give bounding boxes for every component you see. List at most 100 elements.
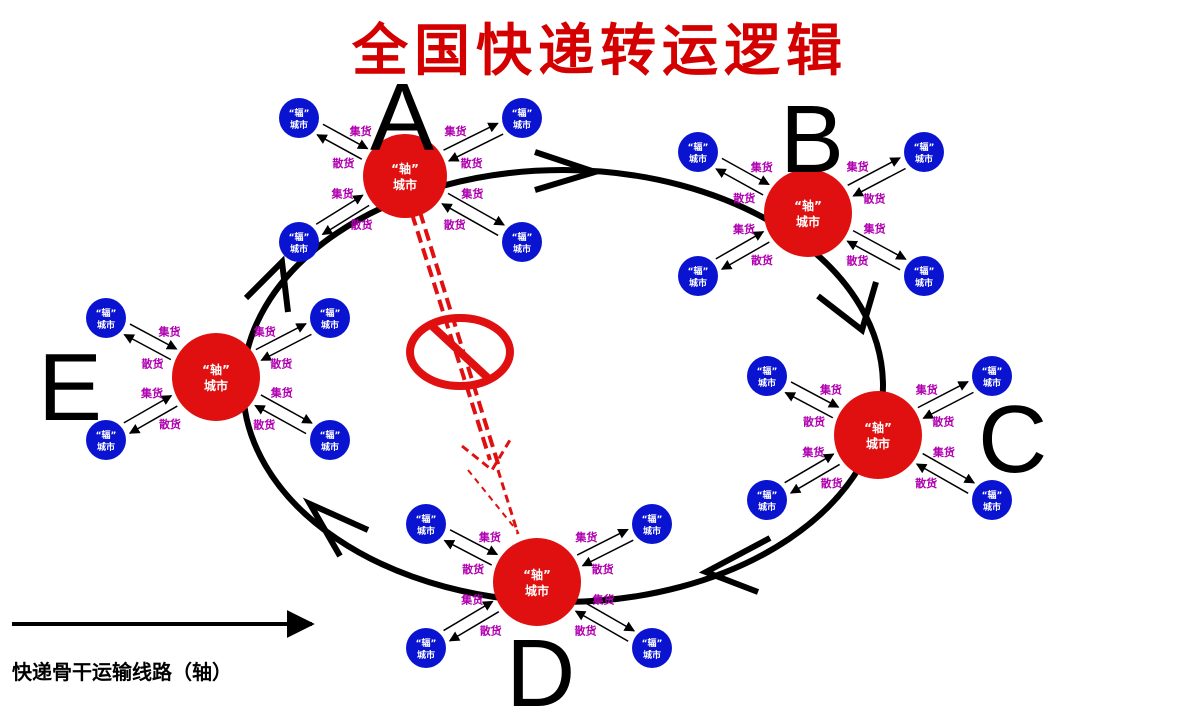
- hub-d: 集货散货“辐”城市散货集货“辐”城市集货散货“辐”城市散货集货“辐”城市“轴”城…: [406, 504, 672, 712]
- hub-city-label: 城市: [525, 583, 549, 598]
- spoke-city-label: 城市: [983, 377, 1001, 389]
- spoke-city-label: “辐”: [512, 231, 533, 243]
- hub-city: “轴”城市: [172, 333, 260, 421]
- spoke-city-circle: [678, 132, 718, 172]
- spoke-city-circle: [678, 256, 718, 296]
- spoke-city-label: “辐”: [642, 637, 663, 649]
- collect-arrow: [915, 463, 969, 494]
- flow-label: 集货: [574, 530, 597, 544]
- spoke-city-label: “辐”: [982, 489, 1003, 501]
- spoke-city-label: “辐”: [320, 307, 341, 319]
- flow-label: 散货: [592, 562, 614, 576]
- spoke-city-label: 城市: [321, 319, 339, 331]
- hub-city-label: “轴”: [523, 567, 551, 582]
- distribute-arrow: [260, 394, 313, 424]
- spoke-city-label: 城市: [290, 119, 308, 131]
- spoke-city-label: “辐”: [320, 429, 341, 441]
- spoke-city: “辐”城市: [406, 628, 446, 668]
- spoke-city-label: “辐”: [982, 365, 1003, 377]
- spoke-city-label: “辐”: [688, 265, 709, 277]
- flow-label: 集货: [932, 445, 955, 459]
- collect-arrow: [846, 240, 901, 271]
- spoke-city-circle: [279, 98, 319, 138]
- hub-city-label: “轴”: [864, 420, 892, 435]
- spoke-city-circle: [310, 298, 350, 338]
- collect-arrow: [581, 539, 634, 567]
- flow-label: 集货: [801, 445, 824, 459]
- spoke-city-label: 城市: [689, 153, 707, 165]
- spoke-city-circle: [972, 480, 1012, 520]
- hub-city-label: “轴”: [794, 198, 822, 213]
- hub-city-circle: [172, 333, 260, 421]
- flow-label: 散货: [803, 414, 825, 428]
- collect-arrow: [721, 157, 770, 186]
- spoke-city: “辐”城市: [310, 420, 350, 460]
- collect-arrow: [129, 323, 178, 350]
- flow-label: 散货: [575, 624, 597, 638]
- spoke-city-circle: [747, 480, 787, 520]
- spoke-city-label: 城市: [321, 441, 339, 453]
- spoke-city-label: “辐”: [757, 365, 778, 377]
- spoke-city-label: 城市: [513, 243, 531, 255]
- distribute-arrow: [784, 391, 834, 419]
- collect-arrow: [449, 529, 499, 556]
- collect-arrow: [441, 203, 499, 237]
- distribute-arrow: [847, 157, 901, 187]
- spoke-city-label: “辐”: [416, 513, 437, 525]
- spoke-city-label: “辐”: [512, 107, 533, 119]
- flow-label: 散货: [159, 417, 181, 431]
- flow-label: 散货: [332, 156, 354, 170]
- flow-label: 集货: [863, 222, 886, 236]
- flow-label: 集货: [460, 593, 483, 607]
- flow-label: 集货: [478, 530, 501, 544]
- collect-arrow: [715, 230, 765, 260]
- spoke-city-label: 城市: [417, 649, 435, 661]
- spoke-city: “辐”城市: [86, 420, 126, 460]
- flow-label: 散货: [253, 417, 275, 431]
- spoke-city-circle: [904, 256, 944, 296]
- spoke-city-label: 城市: [290, 243, 308, 255]
- spoke-city-label: “辐”: [642, 513, 663, 525]
- spoke-city-label: 城市: [758, 377, 776, 389]
- spoke-city-label: “辐”: [416, 637, 437, 649]
- hub-a: 集货散货“辐”城市散货集货“辐”城市集货散货“辐”城市散货集货“辐”城市“轴”城…: [279, 64, 542, 262]
- spoke-city: “辐”城市: [678, 256, 718, 296]
- spoke-city-circle: [406, 628, 446, 668]
- diagram-title: 全国快递转运逻辑: [352, 19, 848, 84]
- collect-arrow: [260, 333, 312, 361]
- flow-label: 集货: [253, 325, 276, 339]
- collect-arrow: [315, 194, 364, 225]
- flow-label: 集货: [591, 592, 614, 606]
- collect-arrow: [443, 600, 494, 632]
- flow-label: 散货: [141, 356, 163, 370]
- spoke-city-label: 城市: [983, 501, 1001, 513]
- spoke-city: “辐”城市: [678, 132, 718, 172]
- spoke-city: “辐”城市: [279, 98, 319, 138]
- spoke-city: “辐”城市: [904, 256, 944, 296]
- hub-letter-c: C: [978, 386, 1047, 493]
- hub-city-label: 城市: [204, 378, 228, 393]
- spoke-city: “辐”城市: [747, 356, 787, 396]
- distribute-arrow: [581, 600, 636, 632]
- flow-label: 集货: [750, 160, 773, 174]
- spoke-city-circle: [310, 420, 350, 460]
- spoke-city-label: 城市: [513, 119, 531, 131]
- distribute-arrow: [123, 333, 172, 361]
- collect-arrow: [852, 167, 906, 197]
- spoke-city-label: 城市: [417, 525, 435, 537]
- flow-label: 散货: [932, 414, 954, 428]
- hub-letter-a: A: [370, 64, 434, 171]
- spoke-city: “辐”城市: [972, 480, 1012, 520]
- flow-label: 散货: [460, 156, 482, 170]
- flow-label: 散货: [821, 476, 843, 490]
- spoke-city: “辐”城市: [632, 628, 672, 668]
- spoke-city: “辐”城市: [502, 98, 542, 138]
- flow-label: 集货: [330, 187, 353, 201]
- prohibition-icon: [406, 314, 514, 390]
- distribute-arrow: [917, 381, 969, 409]
- loop-arrow-bottom-right: [698, 535, 772, 595]
- spoke-city-circle: [904, 132, 944, 172]
- distribute-arrow: [922, 452, 976, 484]
- flow-label: 集货: [915, 383, 938, 397]
